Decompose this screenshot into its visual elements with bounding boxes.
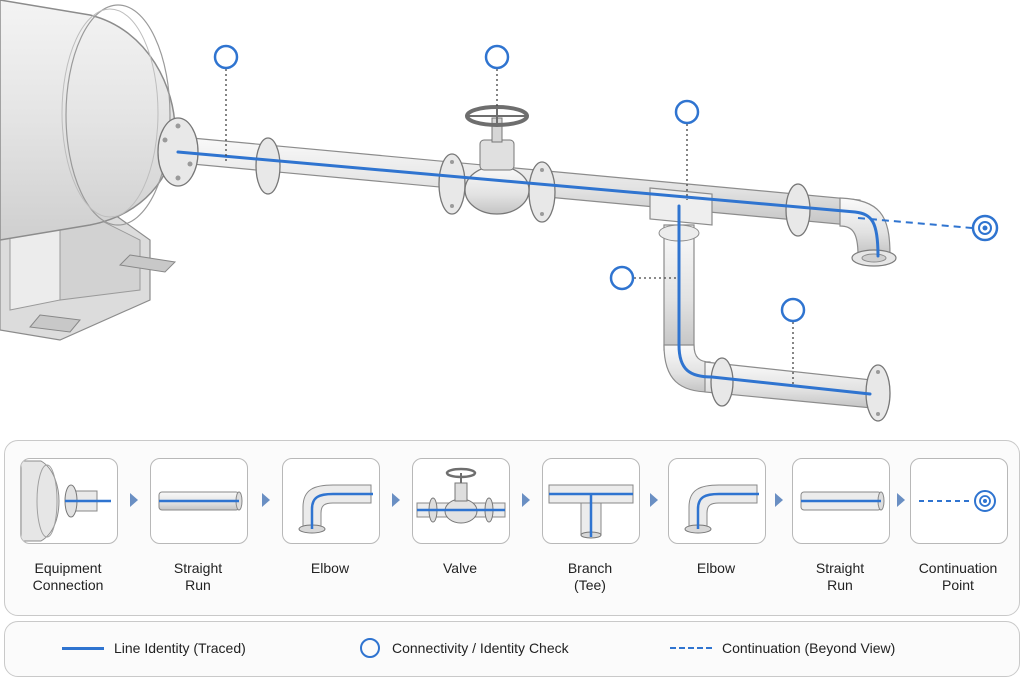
check-circle — [213, 44, 239, 70]
solid-line-icon — [62, 646, 104, 650]
legend-continuation: Continuation (Beyond View) — [670, 637, 895, 659]
step-valve — [412, 458, 510, 544]
step-straight-run — [792, 458, 890, 544]
circle-icon — [360, 638, 380, 658]
dashed-line-icon — [670, 647, 712, 649]
continuation-point-icon — [971, 214, 999, 242]
step-elbow — [668, 458, 766, 544]
step-continuation-point — [910, 458, 1008, 544]
gate-valve — [464, 105, 530, 215]
straight-pipe-icon — [158, 491, 243, 511]
check-circle — [780, 297, 806, 323]
continuation-point-icon — [919, 490, 996, 512]
step-label: Equipment Connection — [32, 560, 104, 593]
step-branch-tee — [542, 458, 640, 544]
sequence-arrow — [392, 493, 400, 507]
legend-label: Continuation (Beyond View) — [722, 640, 896, 656]
tank-vessel — [0, 0, 177, 341]
legend-line-identity: Line Identity (Traced) — [62, 637, 246, 659]
tee-icon — [548, 484, 634, 539]
check-circle — [484, 44, 510, 70]
legend-label: Line Identity (Traced) — [114, 640, 246, 656]
step-label: Elbow — [310, 560, 350, 576]
piping-scene — [0, 0, 999, 422]
flange-branch-elbow — [710, 357, 734, 407]
sequence-arrow — [650, 493, 658, 507]
identity-checks — [213, 44, 806, 323]
flange-valve-in — [438, 153, 466, 215]
legend-panel — [4, 621, 1020, 677]
valve-icon — [416, 467, 506, 524]
legend-check: Connectivity / Identity Check — [360, 637, 569, 659]
flange-2 — [785, 183, 811, 237]
step-label: Elbow — [696, 560, 736, 576]
elbow-icon — [298, 484, 373, 534]
sequence-arrow — [897, 493, 905, 507]
step-equipment-connection — [20, 458, 118, 544]
straight-pipe-icon — [800, 491, 885, 511]
check-circle — [609, 265, 635, 291]
elbow-icon — [684, 484, 759, 534]
step-label: Continuation Point — [918, 560, 998, 593]
step-label: Straight Run — [815, 560, 865, 593]
flange-1 — [255, 137, 281, 195]
sequence-arrow — [262, 493, 270, 507]
sequence-arrow — [775, 493, 783, 507]
step-label: Valve — [443, 560, 477, 576]
check-circle — [674, 99, 700, 125]
legend-label: Connectivity / Identity Check — [392, 640, 569, 656]
step-elbow — [282, 458, 380, 544]
step-label: Straight Run — [173, 560, 223, 593]
step-straight-run — [150, 458, 248, 544]
sequence-arrow — [522, 493, 530, 507]
check-leaders — [225, 69, 794, 386]
equipment-connection-icon — [21, 460, 111, 542]
sequence-arrow — [130, 493, 138, 507]
step-label: Branch (Tee) — [567, 560, 613, 593]
